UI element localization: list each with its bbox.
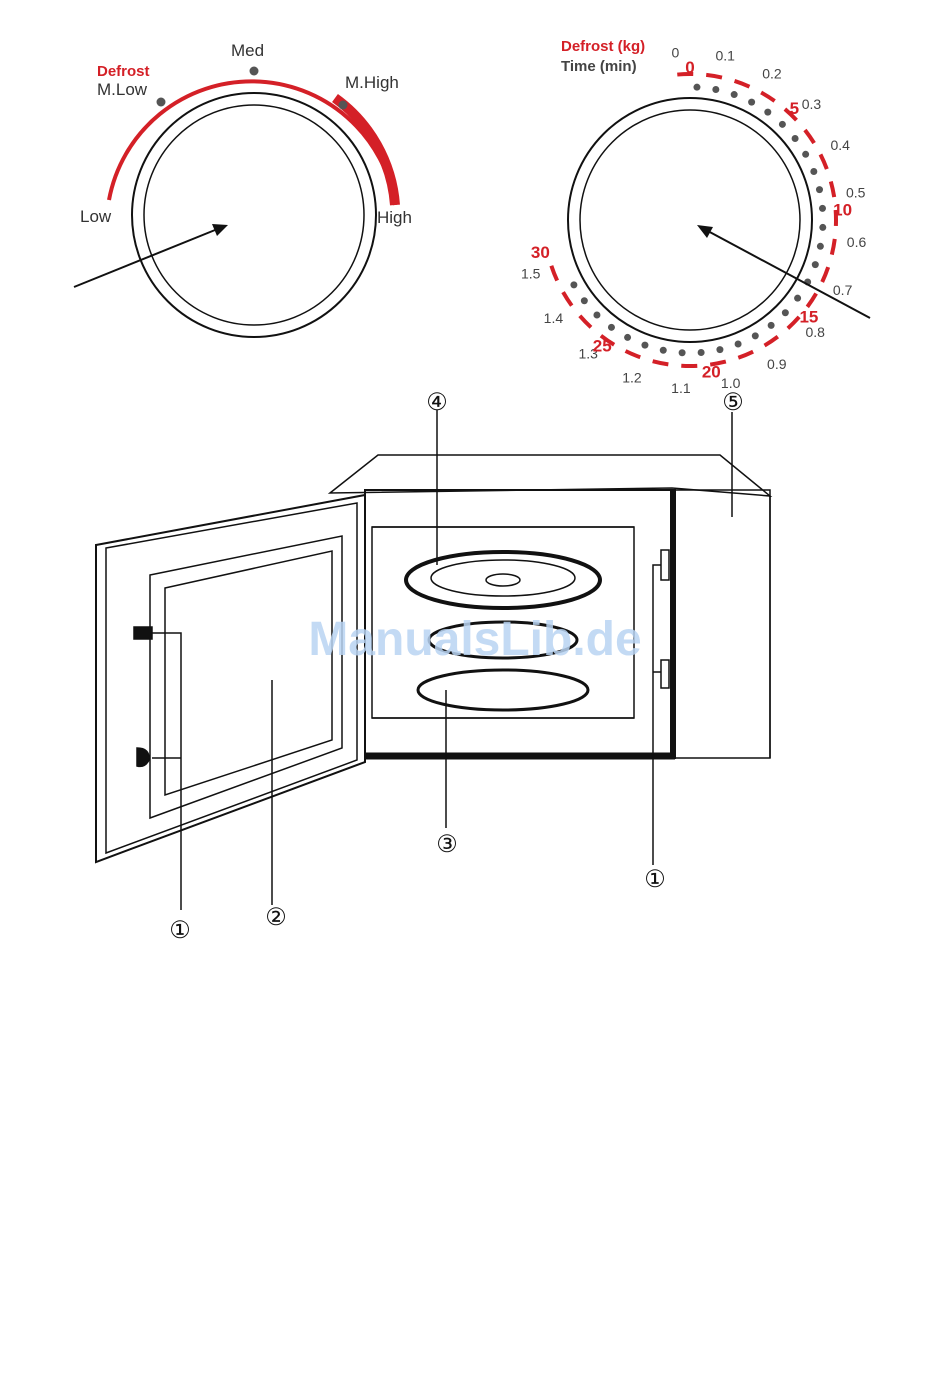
timer-dot [712,86,719,93]
watermark: ManualsLib.de [308,613,641,666]
timer-dot [819,224,826,231]
timer-dot [764,109,771,116]
weight-tick-label: 0.5 [846,184,866,200]
timer-dot [693,84,700,91]
door-outer-inset [106,503,357,853]
timer-header-time: Time (min) [561,58,637,75]
power-dial-outer-ring [132,93,376,337]
power-dot-med [250,67,259,76]
leader-door-lock-right [653,565,661,865]
weight-tick-label: 1.2 [622,370,642,386]
timer-header-defrost: Defrost (kg) [561,38,645,55]
power-dot-mlow [157,98,166,107]
timer-dot [641,342,648,349]
timer-dot [679,349,686,356]
door-hook-lower [137,748,149,766]
power-label-med: Med [231,41,264,60]
cavity-latch-upper [661,550,669,580]
timer-dot [716,346,723,353]
timer-dot [698,349,705,356]
timer-dot [782,309,789,316]
glass-tray-center [486,574,520,586]
weight-tick-label: 0 [671,45,679,61]
power-label-mhigh: M.High [345,73,399,92]
weight-tick-label: 1.5 [521,265,541,281]
power-label-low: Low [80,207,112,226]
weight-tick-label: 1.1 [671,380,691,396]
timer-dot [819,205,826,212]
timer-dot [731,91,738,98]
time-tick-label: 0 [685,58,694,77]
power-label-high: High [377,208,412,227]
control-panel [675,490,770,758]
timer-dot [748,99,755,106]
timer-dot [779,121,786,128]
power-dial-inner-ring [144,105,364,325]
timer-dot [794,295,801,302]
weight-tick-label: 0.9 [767,356,787,372]
callout-door-lock-left: ① [169,916,191,944]
time-tick-label: 25 [593,336,612,355]
time-tick-label: 5 [790,99,799,118]
weight-tick-label: 0.4 [830,137,850,153]
power-dial: Defrost M.Low Med M.High Low High [74,41,412,337]
weight-tick-label: 1.4 [544,310,564,326]
callout-door-lock-right: ① [644,865,666,893]
power-dot-mhigh [339,101,348,110]
timer-dial-inner-ring [580,110,800,330]
timer-dots [570,84,826,357]
timer-dot [581,297,588,304]
timer-dial: Defrost (kg) Time (min) 0 0.1 0.2 0.3 0.4 0.5… [521,38,870,396]
turntable-base-ring [418,670,588,710]
timer-dot [810,168,817,175]
power-label-mlow: M.Low [97,80,148,99]
cavity-latch-lower [661,660,669,688]
timer-dial-outer-ring [568,98,812,342]
weight-tick-label: 0.7 [833,282,853,298]
door-hook-upper [134,627,152,639]
power-pointer-line [74,228,220,287]
timer-dot [802,151,809,158]
timer-dot [608,324,615,331]
timer-dot [624,334,631,341]
timer-dot [570,281,577,288]
timer-dot [812,261,819,268]
time-tick-label: 15 [799,307,818,326]
timer-pointer-line [706,230,870,318]
timer-dot [768,322,775,329]
timer-dot [593,312,600,319]
glass-tray-inner [431,560,575,596]
weight-tick-label: 0.6 [847,234,867,250]
weight-tick-label: 0.3 [802,96,822,112]
weight-tick-label: 0.1 [715,48,735,64]
time-tick-label: 10 [833,200,852,219]
timer-dot [660,347,667,354]
weight-tick-label: 0.8 [806,324,826,340]
timer-dot [792,135,799,142]
callout-glass-tray: ④ [426,388,448,416]
weight-tick-label: 0.2 [762,65,782,81]
door-window [165,551,332,795]
timer-dot [817,243,824,250]
power-label-defrost: Defrost [97,63,150,80]
timer-dot [752,332,759,339]
callout-control-panel: ⑤ [722,388,744,416]
leader-door-lock-left [152,633,181,910]
timer-dot [735,340,742,347]
time-tick-label: 20 [702,363,721,382]
callout-roller-ring: ③ [436,830,458,858]
callout-oven-window: ② [265,903,287,931]
time-tick-label: 30 [531,243,550,262]
timer-dot [816,186,823,193]
